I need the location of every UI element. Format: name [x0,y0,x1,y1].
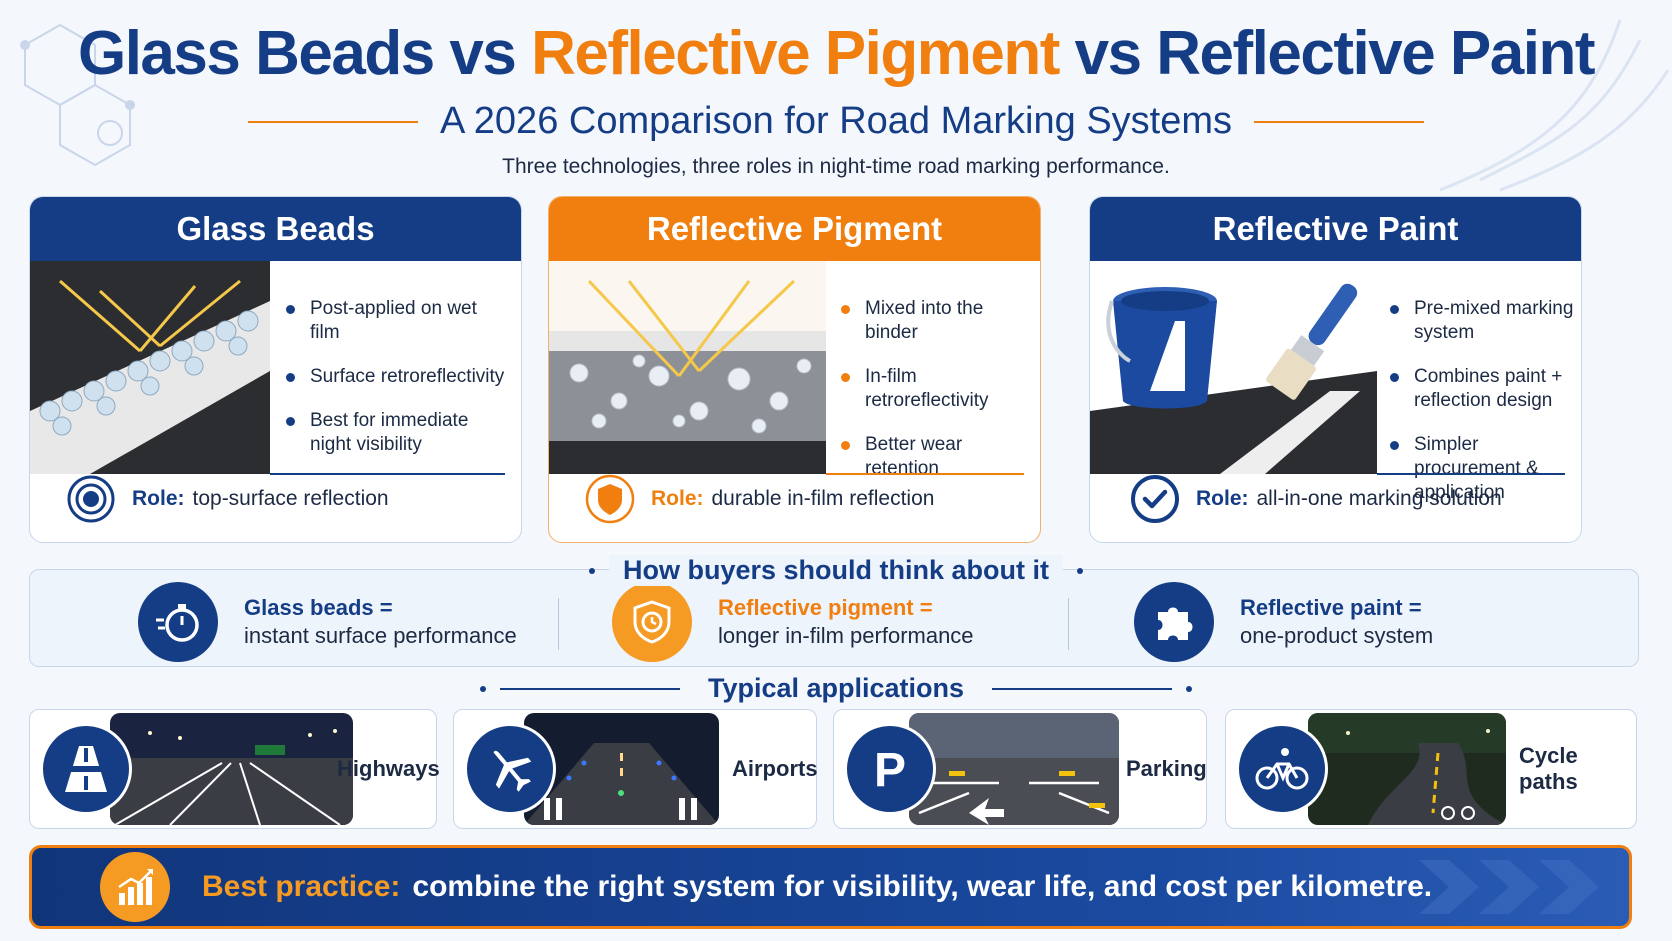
bullet-item: Mixed into the binder [841,297,1031,345]
buyer-item-reflective-pigment: Reflective pigment = longer in-film perfo… [612,582,974,662]
stopwatch-icon [138,582,218,662]
card-divider [1377,473,1565,475]
app-label: Parking [1126,756,1207,781]
title-part-1: Glass Beads vs [77,19,532,88]
title-rule [992,687,1173,690]
airplane-icon [464,723,556,815]
page-subtitle: A 2026 Comparison for Road Marking Syste… [439,100,1233,142]
title-part-3: vs Reflective Paint [1058,19,1596,88]
buyer-desc: one-product system [1240,623,1434,648]
buyer-text: Reflective paint = one-product system [1240,594,1433,650]
card-glass-beads: Glass Beads Post-applied on wet [29,196,522,543]
buyer-item-glass-beads: Glass beads = instant surface performance [138,582,517,662]
page-title: Glass Beads vs Reflective Pigment vs Ref… [0,18,1672,89]
paint-can-brush-illustration [1090,261,1377,474]
chevron-decoration [1419,860,1599,914]
cycle-path-photo [1308,713,1506,825]
parking-icon: P [844,723,936,815]
app-label: Cycle paths [1519,743,1578,794]
buyer-head: Reflective pigment = [718,595,933,620]
highway-photo [110,713,353,825]
app-card-highways: Highways [29,709,440,829]
subtitle-left-rule [247,120,418,123]
app-label: Highways [337,756,440,781]
glass-beads-bullets: Post-applied on wet film Surface retrore… [286,297,511,477]
role-text: top-surface reflection [192,487,389,510]
role-row: Role: durable in-film reflection [585,474,934,524]
bullet-item: Best for immediate night visibility [286,409,511,457]
subtitle-right-rule [1254,120,1425,123]
buyer-desc: instant surface performance [244,623,517,648]
role-label: Role: [651,487,704,510]
buyers-title-text: How buyers should think about it [608,555,1063,586]
buyer-head: Glass beads = [244,595,393,620]
card-divider [826,473,1024,475]
best-practice-banner: Best practice: combine the right system f… [29,845,1632,929]
banner-highlight: Best practice: [202,870,401,903]
role-label: Role: [132,487,185,510]
card-title: Reflective Pigment [549,197,1040,261]
bullet-item: Combines paint + reflection design [1390,365,1581,413]
title-part-2: Reflective Pigment [531,19,1060,88]
title-dot [479,685,486,692]
role-text: durable in-film reflection [711,487,935,510]
subtitle-row: A 2026 Comparison for Road Marking Syste… [0,100,1672,143]
glass-beads-illustration [30,261,270,474]
buyers-section-title: How buyers should think about it [0,555,1672,586]
checkmark-icon [1131,475,1179,523]
pigment-cross-section-illustration [549,261,826,474]
role-row: Role: top-surface reflection [66,474,389,524]
banner-message: combine the right system for visibility,… [412,870,1433,903]
airport-photo [524,713,719,825]
buyer-head: Reflective paint = [1240,595,1422,620]
parking-photo [909,713,1119,825]
app-card-cycle-paths: Cycle paths [1225,709,1637,829]
title-rule [499,687,680,690]
title-dot [1077,567,1083,574]
bullet-item: Surface retroreflectivity [286,365,511,389]
card-reflective-paint: Reflective Paint Pre-mixed marking syst [1089,196,1582,543]
bullet-item: In-film retroreflectivity [841,365,1031,413]
buyers-divider [558,598,559,650]
bullet-item: Post-applied on wet film [286,297,511,345]
highway-icon [40,723,132,815]
svg-text:P: P [874,744,906,796]
puzzle-icon [1134,582,1214,662]
buyer-desc: longer in-film performance [718,623,974,648]
title-dot [1186,685,1193,692]
pigment-bullets: Mixed into the binder In-film retrorefle… [841,297,1031,501]
card-title: Reflective Paint [1090,197,1581,261]
role-label: Role: [1196,487,1249,510]
card-divider [270,473,505,475]
buyer-text: Reflective pigment = longer in-film perfo… [718,594,974,650]
role-text: all-in-one marking solution [1256,487,1502,510]
app-card-parking: P Parking [833,709,1207,829]
buyer-item-reflective-paint: Reflective paint = one-product system [1134,582,1433,662]
bullet-item: Pre-mixed marking system [1390,297,1581,345]
card-reflective-pigment: Reflective Pigment Mixed [548,196,1041,543]
bicycle-icon [1236,723,1328,815]
role-row: Role: all-in-one marking solution [1130,474,1502,524]
app-label: Airports [732,756,818,781]
title-dot [588,567,595,574]
paint-bullets: Pre-mixed marking system Combines paint … [1390,297,1581,525]
shield-clock-icon [612,582,692,662]
growth-chart-icon [100,852,170,922]
applications-title-text: Typical applications [707,673,965,703]
buyer-text: Glass beads = instant surface performance [244,594,517,650]
shield-icon [585,474,635,524]
card-title: Glass Beads [30,197,521,261]
tagline: Three technologies, three roles in night… [502,155,1170,178]
target-icon [67,475,115,523]
applications-section-title: Typical applications [0,673,1672,704]
banner-text: Best practice: combine the right system f… [202,870,1432,904]
buyers-divider [1068,598,1069,650]
app-card-airports: Airports [453,709,818,829]
